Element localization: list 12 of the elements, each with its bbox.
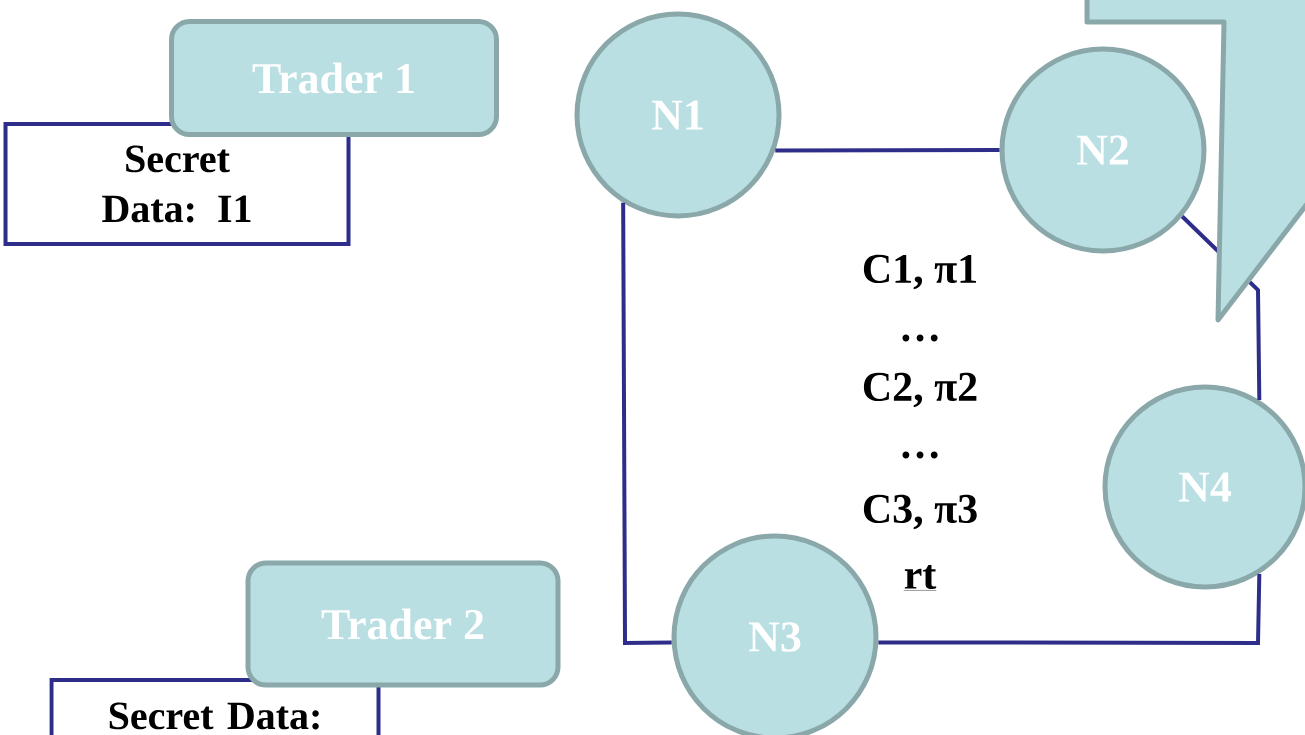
data-box: Secret Data: I1	[3, 122, 351, 246]
data-box: Secret Data:	[49, 678, 381, 735]
route-text: C2, π2	[863, 372, 977, 408]
route-text: …	[902, 334, 938, 342]
route-text: C3, π3	[863, 494, 977, 530]
connector-line	[878, 573, 1262, 645]
connector-line	[775, 148, 1000, 153]
connector-line	[621, 202, 672, 645]
route-text: C1, π1	[863, 254, 976, 290]
trader-box: Trader 2	[245, 560, 561, 688]
route-text: …	[902, 451, 938, 459]
trader-box: Trader 1	[169, 19, 499, 137]
